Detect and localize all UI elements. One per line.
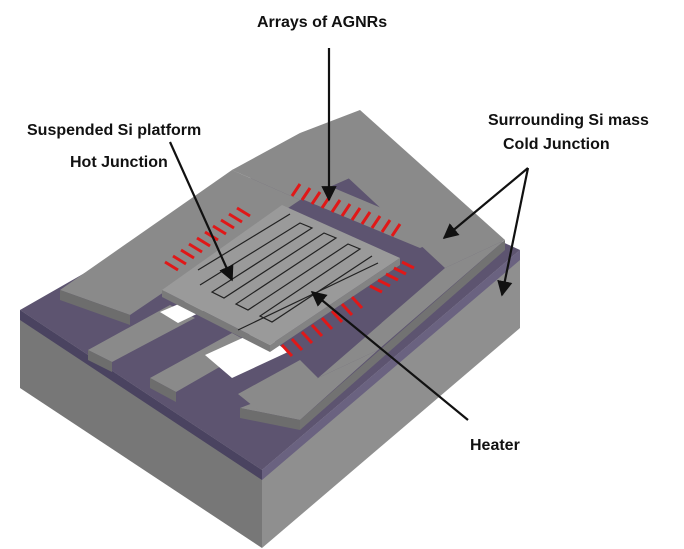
substrate-front-face [20, 310, 262, 548]
substrate-right-face [262, 250, 520, 548]
label-surrounding-si-mass: Surrounding Si mass [488, 112, 649, 129]
cold-junction-arrow-1 [442, 167, 529, 239]
frame-lower-pad-3 [238, 360, 318, 410]
agnr-ribbons-front [280, 295, 364, 358]
agnr-ribbons-right [369, 260, 415, 294]
heater-meander [199, 222, 373, 323]
label-arrays-of-agnrs: Arrays of AGNRs [257, 14, 388, 31]
frame-lower-pad-1 [88, 305, 195, 362]
agnr-ribbons-left [164, 206, 251, 272]
heater-arrow [310, 291, 469, 421]
cold-junction-arrow-2 [497, 167, 530, 297]
suspended-si-platform [162, 205, 400, 352]
frame-left-arm [232, 133, 368, 200]
platform-arrow [168, 141, 234, 282]
agnr-ribbons-back [290, 183, 402, 237]
label-heater: Heater [470, 437, 520, 454]
label-hot-junction: Hot Junction [70, 154, 168, 171]
annotation-arrows [168, 48, 530, 421]
label-cold-junction: Cold Junction [503, 136, 610, 153]
label-suspended-si-platform: Suspended Si platform [27, 122, 202, 139]
